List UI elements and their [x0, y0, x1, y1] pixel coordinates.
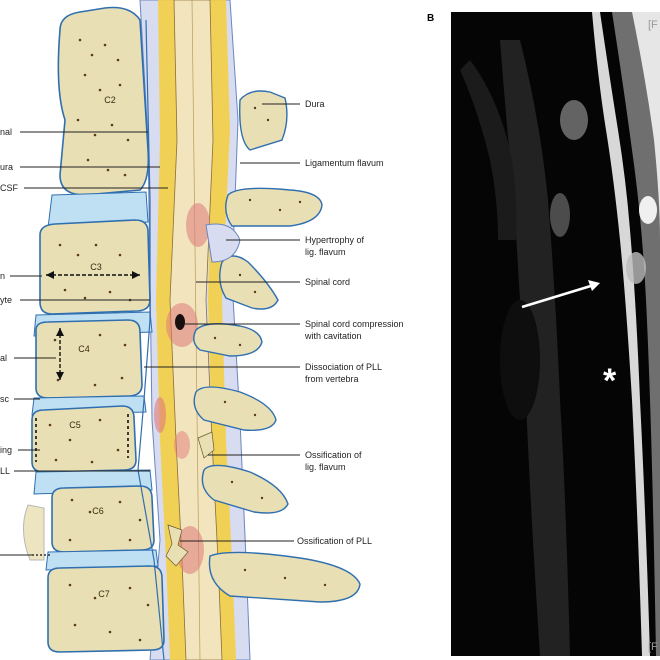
vertebra-label-c3: C3	[90, 262, 102, 272]
panel-b-mri: B * [F [F	[427, 12, 660, 656]
mri-tissue-blob-1	[560, 100, 588, 140]
label-dissociation-pll: Dissociation of PLL from vertebra	[305, 362, 384, 384]
bone-texture	[48, 38, 327, 642]
panel-b-letter: B	[427, 13, 434, 24]
left-label-n: n	[0, 271, 5, 281]
lamina-c2	[239, 90, 288, 151]
vertebra-label-c4: C4	[78, 344, 90, 354]
lamina-c3	[225, 187, 323, 227]
mri-cord	[612, 12, 660, 656]
left-label-al: al	[0, 353, 7, 363]
disc-c6c7	[45, 549, 159, 571]
left-label-pll: LL	[0, 466, 10, 476]
vertebra-label-c2: C2	[104, 95, 116, 105]
c3-width-arrowhead-right	[132, 271, 140, 279]
ossified-lig-flavum	[197, 431, 215, 459]
mri-tissue-blob-3	[639, 196, 657, 224]
left-label-csf: CSF	[0, 183, 19, 193]
label-dura: Dura	[305, 99, 325, 109]
mri-anterior-tissue	[460, 60, 517, 240]
label-ossification-pll: Ossification of PLL	[297, 536, 372, 546]
lesion-c6	[174, 431, 190, 459]
vertebra-c7	[47, 565, 165, 653]
left-label-disc: sc	[0, 394, 10, 404]
posterior-elements	[193, 90, 361, 603]
lesion-c2	[186, 203, 210, 247]
vertebra-label-c7: C7	[98, 589, 110, 599]
mri-tissue-blob-5	[500, 300, 540, 420]
label-hypertrophy-lig-flavum: Hypertrophy of lig. flavum	[305, 235, 367, 257]
c4-height-arrowhead-top	[56, 328, 64, 336]
vertebra-label-c6: C6	[92, 506, 104, 516]
label-ossification-lig-flavum: Ossification of lig. flavum	[305, 450, 364, 472]
mri-asterisk: *	[603, 362, 617, 400]
mri-posterior-csf	[632, 12, 660, 240]
left-label-dura: ura	[0, 162, 13, 172]
disc-c2c3	[47, 191, 149, 229]
lamina-c5	[193, 323, 263, 357]
c3-width-arrowhead-left	[46, 271, 54, 279]
vertebra-c6	[51, 485, 155, 553]
mri-arrow-head	[588, 280, 600, 291]
mri-tissue-blob-2	[550, 193, 570, 237]
label-ligamentum-flavum: Ligamentum flavum	[305, 158, 384, 168]
mri-tissue-blob-4	[626, 252, 646, 284]
lamina-c7	[201, 464, 289, 514]
mri-corner-top: [F	[648, 19, 658, 31]
measurement-arrows	[32, 271, 140, 556]
lesion-ossified-pll	[176, 526, 204, 574]
pll-line	[137, 19, 165, 660]
panel-a-illustration: C2 C3 C4 C5 C6 C7 nal ura CSF n yte al s…	[0, 0, 406, 660]
left-label-canal: nal	[0, 127, 12, 137]
label-cord-compression-cavitation: Spinal cord compression with cavitation	[304, 319, 406, 341]
mri-corner-bottom: [F	[648, 641, 658, 653]
mri-arrow-shaft	[521, 283, 595, 309]
vertebra-c5	[31, 405, 137, 473]
right-labels: Dura Ligamentum flavum Hypertrophy of li…	[144, 99, 406, 546]
label-spinal-cord: Spinal cord	[305, 277, 350, 287]
lamina-c4	[219, 255, 279, 310]
mri-csf-bright	[592, 12, 650, 656]
anterior-osteophyte	[23, 504, 45, 561]
left-labels: nal ura CSF n yte al sc ing LL	[0, 127, 168, 556]
vertebral-bodies	[23, 6, 165, 660]
vertebra-label-c5: C5	[69, 420, 81, 430]
lesion-c5	[154, 397, 166, 433]
vertebra-c2	[57, 6, 150, 196]
left-label-osteophyte: yte	[0, 295, 12, 305]
ossified-pll	[165, 524, 189, 567]
cavitation	[175, 314, 185, 330]
vertebra-c4	[35, 319, 143, 399]
left-label-ring: ing	[0, 445, 12, 455]
c4-height-arrowhead-bottom	[56, 372, 64, 380]
lamina-c6	[193, 386, 277, 431]
